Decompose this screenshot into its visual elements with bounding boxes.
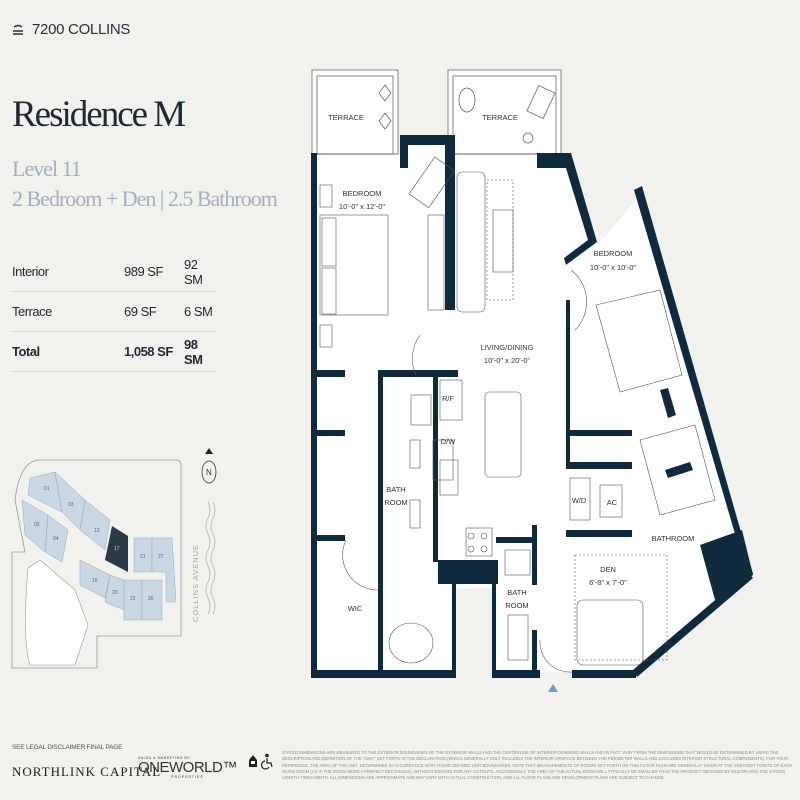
svg-text:04: 04: [53, 536, 59, 542]
svg-text:DEN: DEN: [600, 565, 616, 574]
area-table: Interior 989 SF 92 SM Terrace 69 SF 6 SM Tot…: [12, 252, 216, 372]
marketing-logo: SALES & MARKETING BY ONEWORLD™ PROPERTIE…: [138, 756, 237, 779]
furniture: [319, 156, 716, 666]
area-row-interior: Interior 989 SF 92 SM: [12, 252, 216, 292]
svg-text:TERRACE: TERRACE: [328, 113, 364, 122]
accessibility-icon: [261, 753, 273, 770]
svg-text:16: 16: [92, 578, 98, 584]
site-unit-labels: 01 02 03 04 13 16 17 20 21 22 26 27: [34, 486, 164, 602]
plant-icon: [378, 84, 556, 144]
svg-text:10'-0" x 12'-0": 10'-0" x 12'-0": [339, 202, 385, 211]
area-sm: 98 SM: [184, 336, 203, 367]
level-label: Level 11: [12, 156, 82, 181]
area-label: Total: [12, 344, 40, 359]
svg-text:20: 20: [112, 590, 118, 596]
developer-logo: NORTHLINK CAPITAL: [12, 764, 162, 779]
marketing-small: SALES & MARKETING BY: [138, 756, 191, 760]
svg-text:6'-8" x 7'-0": 6'-8" x 7'-0": [589, 578, 627, 587]
north-compass: N: [201, 448, 217, 484]
area-label: Interior: [12, 264, 49, 279]
equal-housing-icon: [249, 755, 257, 767]
svg-text:17: 17: [114, 546, 120, 552]
area-label: Terrace: [12, 304, 52, 319]
svg-text:D/W: D/W: [441, 437, 457, 446]
svg-text:01: 01: [44, 486, 50, 492]
svg-text:26: 26: [148, 596, 154, 602]
svg-text:BATHROOM: BATHROOM: [652, 534, 695, 543]
svg-text:R/F: R/F: [442, 394, 455, 403]
legal-note: SEE LEGAL DISCLAIMER FINAL PAGE: [12, 744, 123, 751]
area-sm: 6 SM: [184, 304, 213, 319]
building-lines-icon: [13, 24, 23, 35]
marketing-sub: PROPERTIES: [171, 775, 204, 779]
svg-text:N: N: [206, 468, 212, 477]
svg-text:W/D: W/D: [572, 496, 587, 505]
site-unit-13: [79, 499, 111, 551]
terrace-left: [311, 69, 399, 155]
area-row-total: Total 1,058 SF 98 SM: [12, 332, 216, 372]
area-sf: 989 SF: [124, 264, 163, 279]
svg-text:BATH: BATH: [507, 588, 526, 597]
den-sofa-icon: [576, 599, 644, 666]
site-unit-17-highlight: [105, 526, 128, 572]
marketing-name: ONEWORLD™: [138, 759, 237, 776]
dining-table-icon: [484, 391, 522, 478]
site-unit-27: [151, 537, 177, 603]
svg-text:13: 13: [94, 528, 100, 534]
brand: 7200 COLLINS: [12, 21, 130, 38]
svg-text:02: 02: [34, 522, 40, 528]
svg-text:TERRACE: TERRACE: [482, 113, 518, 122]
room-labels: TERRACE TERRACE BEDROOM 10'-0" x 12'-0" …: [328, 113, 694, 613]
compliance-icons: [249, 753, 273, 770]
svg-text:BEDROOM: BEDROOM: [343, 189, 382, 198]
site-unit-26: [141, 579, 163, 621]
street-label: COLLINS AVENUE: [191, 544, 200, 622]
svg-text:10'-0" x 10'-0": 10'-0" x 10'-0": [590, 263, 636, 272]
svg-text:LIVING/DINING: LIVING/DINING: [481, 343, 534, 352]
sofa-icon: [456, 171, 486, 313]
area-row-terrace: Terrace 69 SF 6 SM: [12, 292, 216, 332]
svg-text:03: 03: [68, 502, 74, 508]
floor-plan: TERRACE TERRACE BEDROOM 10'-0" x 12'-0" …: [311, 69, 753, 692]
svg-text:BEDROOM: BEDROOM: [594, 249, 633, 258]
svg-text:ROOM: ROOM: [505, 601, 528, 610]
door-swings: [342, 269, 587, 673]
walls: [311, 135, 753, 678]
svg-text:AC: AC: [607, 498, 618, 507]
svg-text:WIC: WIC: [348, 604, 363, 613]
svg-text:ROOM: ROOM: [384, 498, 407, 507]
svg-text:BATH: BATH: [386, 485, 405, 494]
area-sf: 1,058 SF: [124, 344, 173, 359]
config-label: 2 Bedroom + Den | 2.5 Bathroom: [12, 186, 278, 211]
site-plan: 01 02 03 04 13 16 17 20 21 22 26 27 N COLLINS …: [11, 448, 217, 669]
stove-icon: [465, 527, 493, 557]
site-unit-04: [44, 514, 69, 563]
svg-text:22: 22: [130, 596, 136, 602]
page-title: Residence M: [12, 94, 186, 135]
bed-icon: [319, 214, 389, 316]
svg-text:10'-0" x 20'-0": 10'-0" x 20'-0": [484, 356, 530, 365]
brand-name: 7200 COLLINS: [32, 21, 131, 38]
entry-marker-icon: [548, 684, 558, 692]
area-sm: 92 SM: [184, 256, 203, 287]
area-sf: 69 SF: [124, 304, 157, 319]
svg-text:27: 27: [158, 554, 164, 560]
site-unit-16: [79, 559, 111, 599]
bathtub-icon: [388, 622, 434, 664]
svg-text:21: 21: [140, 554, 146, 560]
disclaimer: Stated dimensions are measured to the ex…: [282, 750, 793, 781]
